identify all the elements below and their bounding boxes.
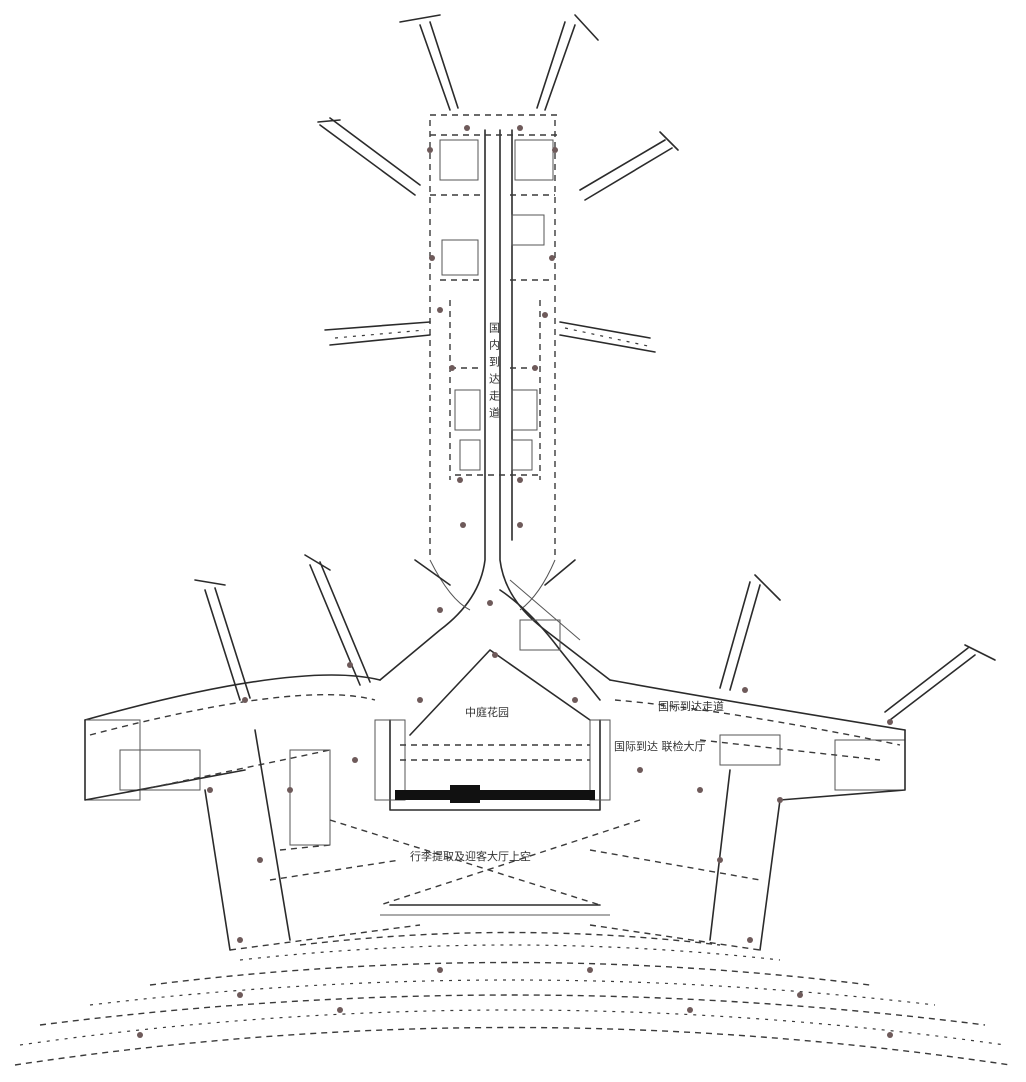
courtyard-garden-label: 中庭花园 — [465, 705, 509, 719]
main-terminal — [84, 554, 996, 951]
intl-arrival-corridor-label: 国际到达走道 — [658, 699, 724, 713]
baggage-hall-label: 行李提取及迎客大厅上空 — [410, 849, 531, 863]
landside-roads — [14, 931, 1011, 1066]
intl-arrival-checkpoint-label: 国际到达 联检大厅 — [614, 739, 706, 753]
north-pier — [317, 14, 679, 681]
domestic-arrival-corridor-label: 国内到达走道 — [488, 322, 501, 424]
